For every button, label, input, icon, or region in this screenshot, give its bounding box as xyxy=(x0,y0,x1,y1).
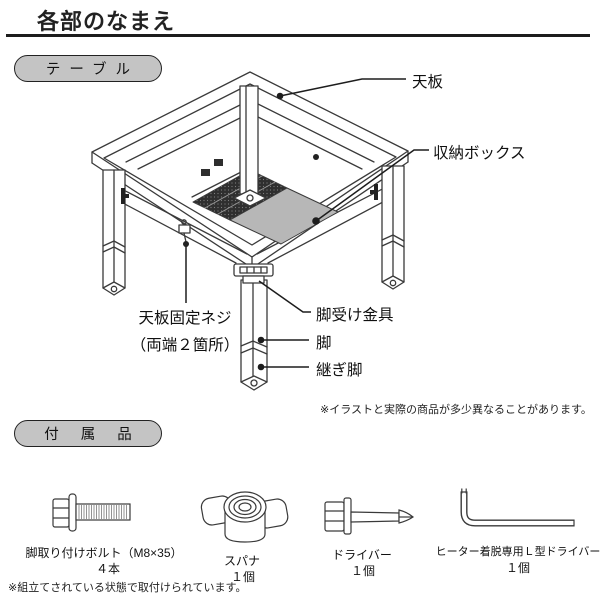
section-pill-table: テーブル xyxy=(14,55,162,82)
accessory-name-l-driver: ヒーター着脱専用Ｌ型ドライバー xyxy=(435,546,600,558)
accessory-count-l-driver: １個 xyxy=(505,561,531,575)
section-pill-table-label: テーブル xyxy=(45,62,140,78)
label-fixing-screw-line2: （両端２箇所） xyxy=(130,337,240,354)
label-leg-bracket: 脚受け金具 xyxy=(316,307,394,324)
leader-storage-box xyxy=(312,149,429,225)
diagram-note: ※イラストと実際の商品が多少異なることがあります。 xyxy=(320,404,592,416)
accessory-name-bolt: 脚取り付けボルト（M8×35） xyxy=(25,546,183,560)
bolt-icon xyxy=(52,493,131,532)
assembly-note: ※組立てされている状態で取付けられています。 xyxy=(8,582,247,594)
right-leg xyxy=(381,165,405,290)
label-leg: 脚 xyxy=(316,335,332,352)
heater-unit xyxy=(192,169,288,221)
accessory-name-spanner: スパナ xyxy=(223,554,261,568)
accessory-name-screwdriver: ドライバー xyxy=(332,548,392,562)
storage-box-shape xyxy=(229,187,339,245)
label-storage-box: 収納ボックス xyxy=(433,145,526,162)
leader-leg-bracket xyxy=(258,280,311,313)
label-top-plate: 天板 xyxy=(412,74,444,91)
top-plate-shape xyxy=(91,71,409,269)
leader-extension-leg xyxy=(257,363,309,371)
leader-leg xyxy=(257,336,309,344)
accessory-count-spanner: １個 xyxy=(230,570,256,584)
label-extension-leg: 継ぎ脚 xyxy=(316,362,363,379)
leg-bracket-shape xyxy=(233,263,274,284)
frame-rails xyxy=(103,99,401,264)
title-divider xyxy=(6,34,590,37)
accessory-count-screwdriver: １個 xyxy=(350,564,376,578)
section-pill-accessories: 付属品 xyxy=(14,420,162,447)
screwdriver-icon xyxy=(324,497,415,535)
section-pill-accessories-label: 付属品 xyxy=(44,427,154,443)
fixing-screw-shape xyxy=(178,219,191,247)
leader-top-plate xyxy=(276,78,406,100)
left-leg xyxy=(102,169,126,296)
accessory-count-bolt: ４本 xyxy=(95,562,121,576)
latch-details xyxy=(121,154,378,204)
page-title: 各部のなまえ xyxy=(37,9,176,34)
back-leg-pillar xyxy=(233,85,267,207)
label-fixing-screw: 天板固定ネジ （両端２箇所） xyxy=(115,305,255,359)
l-driver-icon xyxy=(460,488,575,527)
spanner-icon xyxy=(200,491,289,543)
label-fixing-screw-line1: 天板固定ネジ xyxy=(138,310,232,327)
